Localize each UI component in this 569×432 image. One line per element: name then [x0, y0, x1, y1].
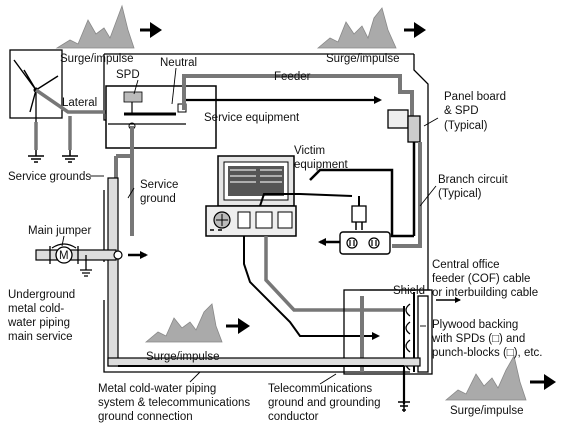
label-underground-2: metal cold- [8, 303, 64, 315]
leader-lines [61, 67, 439, 385]
label-central-office-3: or interbuilding cable [432, 287, 538, 299]
label-panel-board-3: (Typical) [444, 120, 488, 132]
label-metal-piping-1: Metal cold-water piping [98, 383, 216, 395]
computer-base [205, 205, 297, 237]
label-main-jumper: Main jumper [28, 225, 91, 237]
panel-board-spd [387, 109, 422, 248]
service-ground-rods [28, 150, 78, 163]
plug [351, 196, 367, 230]
label-victim-1: Victim [294, 145, 325, 157]
label-panel-board-1: Panel board [444, 91, 506, 103]
water-pipe-system [35, 177, 421, 367]
building-outline [103, 53, 429, 373]
label-underground-4: main service [8, 331, 73, 343]
label-victim-2: equipment [294, 159, 349, 171]
label-telecom-ground-3: conductor [268, 411, 319, 423]
label-surge-impulse-1: Surge/impulse [60, 53, 134, 65]
label-underground-1: Underground [8, 289, 75, 301]
label-telecom-ground-2: ground and grounding [268, 397, 381, 409]
duplex-outlet [339, 231, 391, 255]
label-service-ground-1: Service [140, 179, 178, 191]
label-central-office-2: feeder (COF) cable [432, 273, 530, 285]
label-metal-piping-3: ground connection [98, 411, 193, 423]
label-service-grounds: Service grounds [8, 171, 91, 183]
label-plywood-1: Plywood backing [432, 319, 518, 331]
label-service-ground-2: ground [140, 193, 176, 205]
label-feeder: Feeder [274, 71, 311, 83]
label-service-equipment: Service equipment [204, 112, 300, 124]
label-branch-circuit-2: (Typical) [438, 188, 482, 200]
label-telecom-ground-1: Telecommunications [268, 383, 372, 395]
label-branch-circuit-1: Branch circuit [438, 174, 508, 186]
surge-waveform-top-left [55, 4, 162, 49]
utility-pole [9, 49, 63, 150]
surge-waveform-bottom-right [444, 354, 556, 401]
label-surge-impulse-4: Surge/impulse [450, 405, 524, 417]
branch-circuit-wires [309, 168, 414, 246]
text-labels: Surge/impulse Surge/impulse Surge/impuls… [7, 53, 543, 423]
surge-waveform-middle [144, 303, 250, 343]
label-central-office-1: Central office [432, 259, 500, 271]
surge-waveform-top-right [316, 7, 426, 49]
service-equipment-box [105, 85, 217, 149]
label-spd: SPD [116, 69, 140, 81]
meter-letter: M [59, 250, 69, 262]
label-surge-impulse-2: Surge/impulse [326, 53, 400, 65]
computer-monitor [217, 155, 295, 207]
label-plywood-2: with SPDs (□) and [431, 333, 525, 345]
label-plywood-3: punch-blocks (□), etc. [432, 347, 543, 359]
label-panel-board-2: & SPD [444, 105, 479, 117]
label-underground-3: water piping [7, 317, 70, 329]
label-surge-impulse-3: Surge/impulse [146, 351, 220, 363]
label-neutral: Neutral [160, 57, 197, 69]
label-lateral: Lateral [62, 97, 97, 109]
label-metal-piping-2: system & telecommunications [98, 397, 250, 409]
label-shield: Shield [393, 285, 425, 297]
